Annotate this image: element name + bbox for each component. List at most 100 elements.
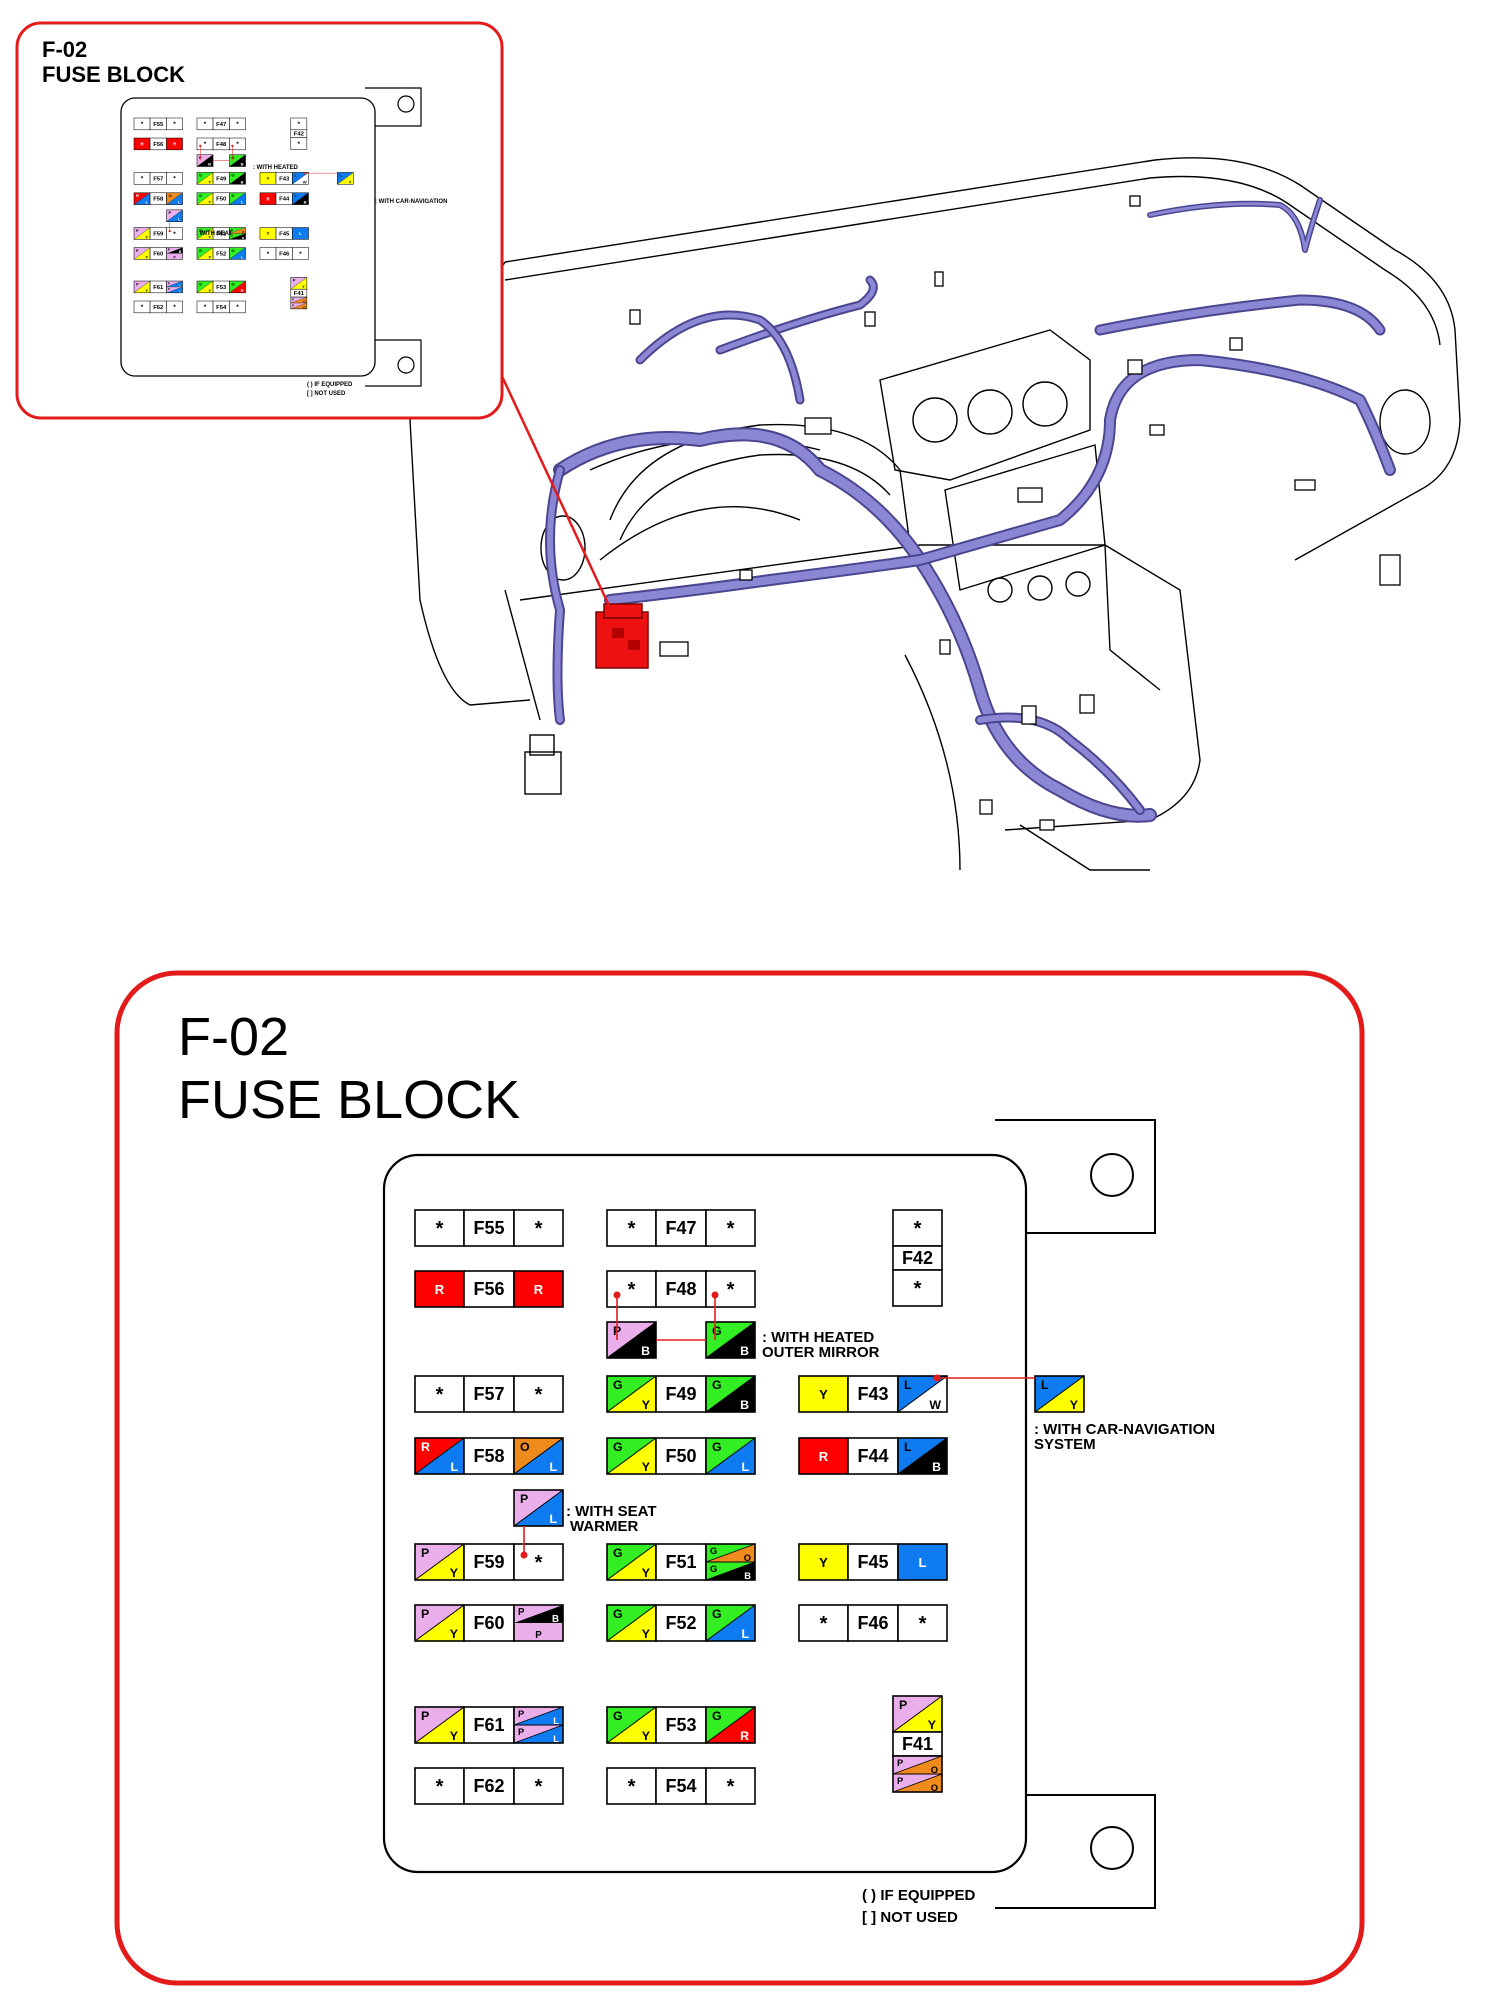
fuse-right-terminal: PBP bbox=[166, 247, 183, 260]
legend-if-equipped: ( ) IF EQUIPPED bbox=[862, 1887, 976, 1904]
fuse-left-terminal: GY bbox=[196, 280, 214, 294]
fuse-right-terminal: GL bbox=[705, 1437, 756, 1475]
fuse-top-terminal: * bbox=[290, 117, 308, 131]
fuse-left-terminal: GY bbox=[606, 1375, 657, 1413]
fuse-label: F43 bbox=[857, 1384, 888, 1404]
fuse-left-terminal: * bbox=[133, 300, 151, 314]
wire-color-code: Y bbox=[267, 176, 270, 181]
wire-color-code: P bbox=[168, 210, 171, 215]
wire-color-code: G bbox=[712, 1324, 722, 1338]
fuse-left-terminal: Y bbox=[798, 1543, 849, 1581]
fuse-right-terminal: * bbox=[705, 1209, 756, 1247]
wire-color-code: G bbox=[712, 1378, 722, 1392]
not-used-mark: * bbox=[436, 1218, 444, 1240]
fuse-left-terminal: Y bbox=[259, 227, 277, 240]
thumb-title-name: FUSE BLOCK bbox=[42, 62, 185, 87]
fuse-right-terminal: LW bbox=[292, 172, 309, 185]
fuse-left-terminal: * bbox=[414, 1375, 465, 1413]
fuse-right-terminal: * bbox=[166, 117, 183, 131]
fuse-f48: *F48* bbox=[606, 1270, 756, 1308]
wire-color-code: G bbox=[613, 1378, 623, 1392]
wire-color-code: R bbox=[740, 1729, 749, 1743]
note-heated-mirror-1: : WITH HEATED bbox=[762, 1329, 874, 1346]
wire-color-code: P bbox=[535, 1630, 542, 1641]
wire-color-code: P bbox=[168, 287, 170, 291]
fuse-label: F45 bbox=[279, 231, 290, 237]
not-used-mark: * bbox=[298, 121, 301, 128]
wire-color-code: Y bbox=[928, 1718, 937, 1732]
fuse-right-terminal: * bbox=[513, 1543, 564, 1581]
optional-connector-car-navigation: LY bbox=[1034, 1375, 1085, 1413]
fuse-f54: *F54* bbox=[606, 1767, 756, 1805]
wire-color-code: Y bbox=[450, 1627, 459, 1641]
fuse-label: F53 bbox=[665, 1715, 696, 1735]
fuse-right-terminal: R bbox=[166, 137, 183, 151]
not-used-mark: * bbox=[535, 1384, 543, 1406]
wire-color-code: L bbox=[919, 1555, 927, 1570]
not-used-mark: * bbox=[141, 176, 144, 183]
wire-color-code: Y bbox=[450, 1566, 459, 1580]
not-used-mark: * bbox=[628, 1776, 636, 1798]
link-dot bbox=[168, 230, 171, 233]
thumb-legend-1: ( ) IF EQUIPPED bbox=[307, 382, 353, 388]
fuse-label: F58 bbox=[153, 197, 164, 203]
fuse-label: F44 bbox=[279, 197, 290, 203]
wire-color-code: P bbox=[421, 1709, 429, 1723]
fuse-left-terminal: GY bbox=[606, 1437, 657, 1475]
wire-color-code: G bbox=[231, 155, 234, 160]
wire-color-code: Y bbox=[302, 284, 305, 289]
fuse-label: F62 bbox=[473, 1776, 504, 1796]
note-car-nav-2: SYSTEM bbox=[1034, 1436, 1096, 1453]
wire-color-code: R bbox=[421, 1440, 430, 1454]
wire-color-code: P bbox=[518, 1607, 525, 1618]
wire-color-code: Y bbox=[349, 179, 352, 184]
wire-color-code: Y bbox=[208, 179, 211, 184]
wire-color-code: R bbox=[173, 142, 176, 147]
fuse-left-terminal: * bbox=[196, 300, 214, 314]
not-used-mark: * bbox=[173, 121, 176, 128]
thumb-seat-note: : WITH SEAT bbox=[196, 231, 233, 237]
wire-color-code: O bbox=[520, 1440, 530, 1454]
wire-color-code: L bbox=[241, 254, 244, 259]
wire-color-code: P bbox=[292, 297, 294, 301]
fuse-right-terminal: * bbox=[229, 117, 246, 131]
wire-color-code: G bbox=[199, 248, 202, 253]
wire-color-code: O bbox=[931, 1765, 938, 1775]
wire-color-code: Y bbox=[642, 1460, 651, 1474]
not-used-mark: * bbox=[141, 121, 144, 128]
fuse-label: F62 bbox=[153, 305, 164, 311]
wire-color-code: P bbox=[520, 1492, 528, 1506]
fuse-right-terminal: GB bbox=[705, 1375, 756, 1413]
fuse-right-terminal: GL bbox=[229, 192, 246, 205]
thumb-legend-2: [ ] NOT USED bbox=[307, 391, 346, 397]
wire-color-code: B bbox=[740, 1398, 749, 1412]
wire-color-code: L bbox=[179, 284, 181, 288]
wire-color-code: G bbox=[199, 228, 202, 233]
wire-color-code: W bbox=[303, 179, 307, 184]
wire-color-code: G bbox=[231, 281, 234, 286]
fuse-f47: *F47* bbox=[606, 1209, 756, 1247]
fuse-label: F50 bbox=[216, 197, 227, 203]
wire-color-code: G bbox=[199, 173, 202, 178]
wire-color-code: L bbox=[146, 200, 149, 205]
wire-color-code: L bbox=[549, 1512, 557, 1526]
fuse-right-terminal: * bbox=[229, 300, 246, 314]
fuse-left-terminal: PY bbox=[133, 227, 151, 240]
wire-color-code: O bbox=[242, 230, 245, 234]
wire-color-code: R bbox=[435, 1282, 445, 1297]
not-used-mark: * bbox=[267, 251, 270, 258]
fuse-left-terminal: * bbox=[414, 1209, 465, 1247]
fuse-left-terminal: * bbox=[259, 247, 277, 260]
